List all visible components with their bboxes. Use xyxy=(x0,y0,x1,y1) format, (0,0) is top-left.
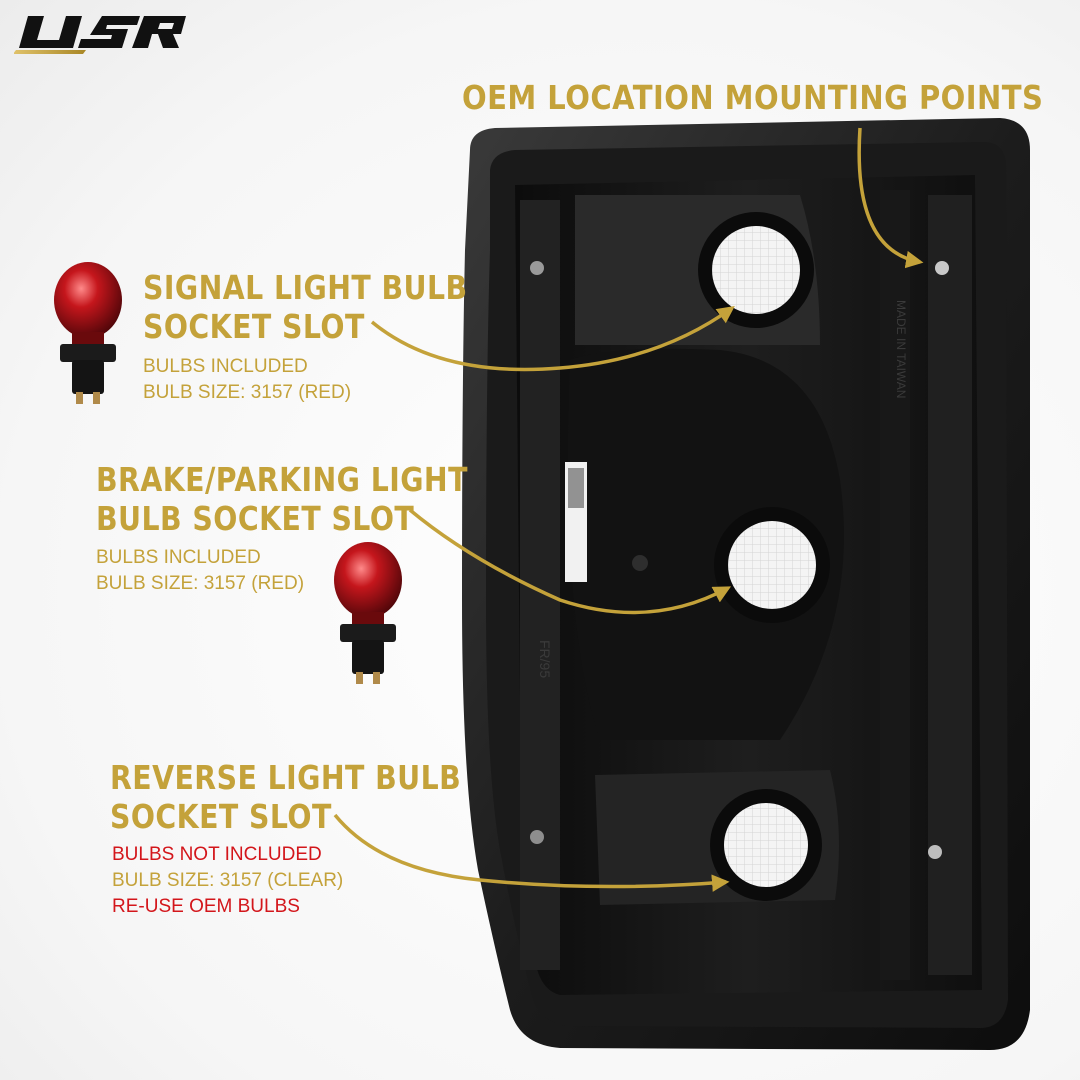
signal-note-included: BULBS INCLUDED xyxy=(143,356,308,377)
brake-title-line2: BULB SOCKET SLOT xyxy=(96,499,415,538)
brake-bulb-icon xyxy=(334,542,402,684)
signal-socket xyxy=(698,212,814,328)
signal-title-line1: SIGNAL LIGHT BULB xyxy=(143,268,468,307)
brake-arrow xyxy=(408,508,732,615)
reverse-note-size: BULB SIZE: 3157 (CLEAR) xyxy=(112,870,344,891)
reverse-note-reuse: RE-USE OEM BULBS xyxy=(112,896,300,917)
brake-note-included: BULBS INCLUDED xyxy=(96,547,261,568)
mounting-arrow xyxy=(857,127,924,269)
made-in-imprint: MADE IN TAIWAN xyxy=(894,300,908,398)
brake-note-size: BULB SIZE: 3157 (RED) xyxy=(96,573,305,594)
signal-bulb-icon xyxy=(54,262,122,404)
reverse-title-line2: SOCKET SLOT xyxy=(110,797,332,836)
signal-arrow xyxy=(370,305,735,372)
part-code-imprint: FR/95 xyxy=(537,640,553,678)
reverse-arrow xyxy=(333,813,730,892)
signal-note-size: BULB SIZE: 3157 (RED) xyxy=(143,382,352,403)
reverse-note-not-included: BULBS NOT INCLUDED xyxy=(112,844,322,865)
brake-socket xyxy=(714,507,830,623)
reverse-socket xyxy=(710,789,822,901)
brake-title-line1: BRAKE/PARKING LIGHT xyxy=(96,460,468,499)
reverse-title-line1: REVERSE LIGHT BULB xyxy=(110,758,462,797)
signal-title-line2: SOCKET SLOT xyxy=(143,307,365,346)
usr-logo xyxy=(14,16,186,54)
mounting-points-title: OEM LOCATION MOUNTING POINTS xyxy=(462,78,1044,117)
